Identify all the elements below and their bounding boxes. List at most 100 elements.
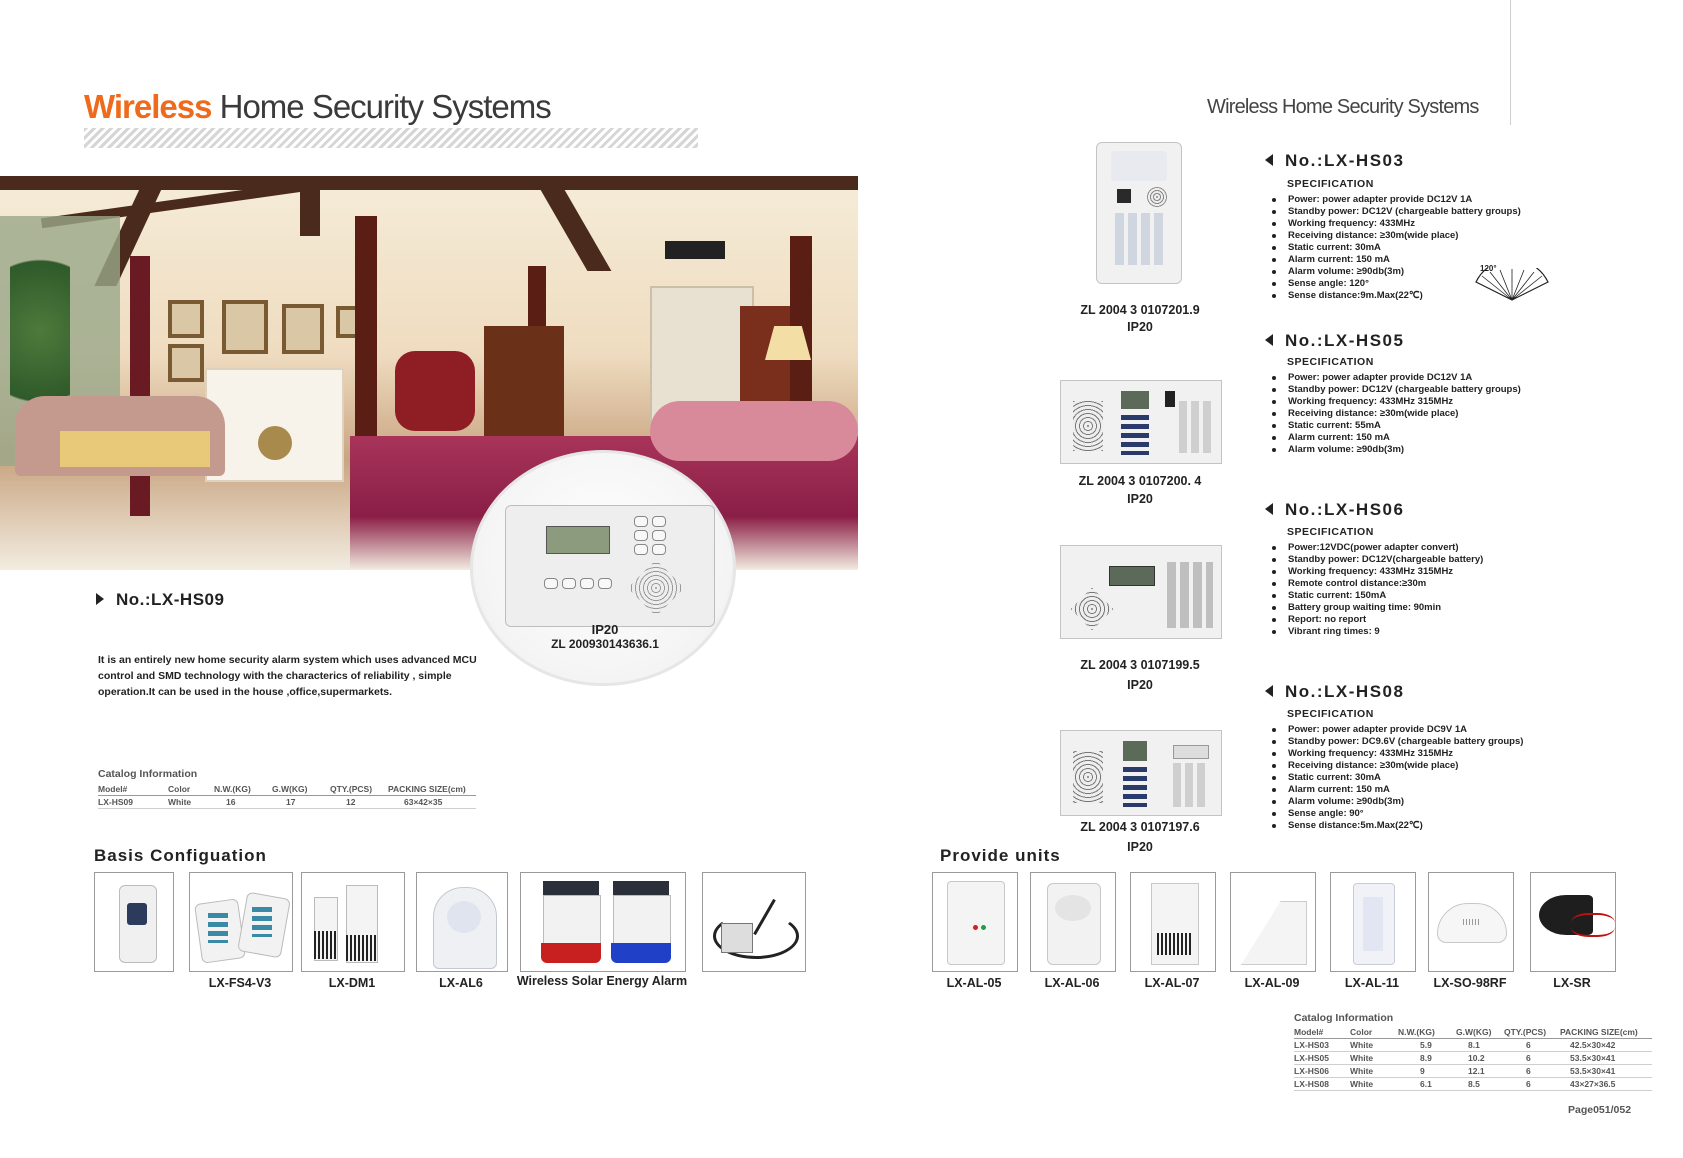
table-row: LX-HS06 White 9 12.1 6 53.5×30×41 xyxy=(1294,1064,1652,1078)
table-cell: LX-HS06 xyxy=(1294,1064,1350,1078)
table-cell: White xyxy=(1350,1077,1398,1091)
hs08-model: No.:LX-HS08 xyxy=(1285,682,1405,701)
table-header-cell: Color xyxy=(1350,1026,1398,1039)
table-cell: LX-HS05 xyxy=(1294,1051,1350,1065)
sense-angle-fan-icon xyxy=(1475,268,1549,301)
basic-config-caption: Wireless Solar Energy Alarm xyxy=(516,974,688,988)
table-header-cell: G.W(KG) xyxy=(1456,1026,1504,1039)
hs06-spec-list: Power:12VDC(power adapter convert) Stand… xyxy=(1270,542,1483,638)
hs05-ip: IP20 xyxy=(1127,492,1153,506)
curtain-detector-icon xyxy=(1230,872,1316,972)
list-item: Alarm volume: ≥90db(3m) xyxy=(1270,796,1523,808)
table-row: LX-HS08 White 6.1 8.5 6 43×27×36.5 xyxy=(1294,1077,1652,1091)
list-item: Static current: 55mA xyxy=(1270,420,1521,432)
list-item: Working frequency: 433MHz xyxy=(1270,218,1521,230)
siren-icon xyxy=(1530,872,1616,972)
list-item: Receiving distance: ≥30m(wide place) xyxy=(1270,760,1523,772)
table-cell: White xyxy=(1350,1051,1398,1065)
sense-angle-label: 120° xyxy=(1480,264,1497,273)
table-header-row: Model# Color N.W.(KG) G.W(KG) QTY.(PCS) … xyxy=(1294,1026,1652,1039)
arrow-left-icon xyxy=(1265,685,1273,697)
table-cell: 8.5 xyxy=(1456,1077,1504,1091)
table-cell: 12.1 xyxy=(1456,1064,1504,1078)
list-item: Standby power: DC12V (chargeable battery… xyxy=(1270,206,1521,218)
hs06-heading: No.:LX-HS06 xyxy=(1265,500,1404,520)
hs03-zl: ZL 2004 3 0107201.9 xyxy=(1080,303,1200,317)
provide-unit-caption: LX-AL-11 xyxy=(1344,976,1400,990)
table-cell: 6.1 xyxy=(1398,1077,1456,1091)
provide-unit-caption: LX-SO-98RF xyxy=(1433,976,1507,990)
basic-config-title: Basis Configuation xyxy=(94,846,267,865)
table-cell: 9 xyxy=(1398,1064,1456,1078)
table-cell: White xyxy=(1350,1064,1398,1078)
smoke-detector-icon xyxy=(932,872,1018,972)
hs08-spec-title: SPECIFICATION xyxy=(1287,708,1374,720)
page-title-accent: Wireless xyxy=(84,88,212,125)
adapter-cable-icon xyxy=(702,872,806,972)
table-header-cell: N.W.(KG) xyxy=(1398,1026,1456,1039)
table-cell: 12 xyxy=(330,795,388,809)
pir-detector-icon xyxy=(416,872,508,972)
table-header-cell: Model# xyxy=(98,783,168,796)
hs06-device-image xyxy=(1060,545,1222,639)
provide-unit-caption: LX-AL-07 xyxy=(1144,976,1200,990)
list-item: Alarm current: 150 mA xyxy=(1270,254,1521,266)
table-header-row: Model# Color N.W.(KG) G.W(KG) QTY.(PCS) … xyxy=(98,783,476,796)
hs08-spec-list: Power: power adapter provide DC9V 1A Sta… xyxy=(1270,724,1523,832)
arrow-left-icon xyxy=(1265,334,1273,346)
bedroom-photo xyxy=(0,176,858,570)
pir-detector-icon xyxy=(1130,872,1216,972)
table-cell: LX-HS09 xyxy=(98,795,168,809)
table-header-cell: Color xyxy=(168,783,214,796)
list-item: Power: power adapter provide DC9V 1A xyxy=(1270,724,1523,736)
table-header-cell: N.W.(KG) xyxy=(214,783,272,796)
beam-detector-icon xyxy=(1330,872,1416,972)
hs06-spec-title: SPECIFICATION xyxy=(1287,526,1374,538)
list-item: Power: power adapter provide DC12V 1A xyxy=(1270,194,1521,206)
basic-config-caption: LX-AL6 xyxy=(439,976,483,990)
hs03-spec-list: Power: power adapter provide DC12V 1A St… xyxy=(1270,194,1521,302)
table-cell: 63×42×35 xyxy=(388,795,476,809)
list-item: Working frequency: 433MHz 315MHz xyxy=(1270,566,1483,578)
list-item: Standby power: DC12V (chargeable battery… xyxy=(1270,384,1521,396)
hs08-ip: IP20 xyxy=(1127,840,1153,854)
provide-unit-caption: LX-AL-06 xyxy=(1044,976,1100,990)
pir-detector-icon xyxy=(1030,872,1116,972)
table-header-cell: PACKING SIZE(cm) xyxy=(1560,1026,1652,1039)
page-number: Page051/052 xyxy=(1568,1104,1632,1116)
table-cell: 6 xyxy=(1504,1038,1560,1052)
basic-config-caption: LX-FS4-V3 xyxy=(208,976,272,990)
table-header-cell: QTY.(PCS) xyxy=(330,783,388,796)
catalog-right-table: Model# Color N.W.(KG) G.W(KG) QTY.(PCS) … xyxy=(1294,1026,1652,1091)
hs09-ip: IP20 xyxy=(591,622,619,637)
hs05-heading: No.:LX-HS05 xyxy=(1265,331,1404,351)
table-cell: 6 xyxy=(1504,1064,1560,1078)
list-item: Alarm volume: ≥90db(3m) xyxy=(1270,266,1521,278)
list-item: Alarm current: 150 mA xyxy=(1270,432,1521,444)
list-item: Working frequency: 433MHz 315MHz xyxy=(1270,396,1521,408)
list-item: Static current: 30mA xyxy=(1270,772,1523,784)
catalog-right-title: Catalog Information xyxy=(1294,1012,1394,1024)
table-header-cell: G.W(KG) xyxy=(272,783,330,796)
list-item: Vibrant ring times: 9 xyxy=(1270,626,1483,638)
hs09-model: No.:LX-HS09 xyxy=(116,590,225,609)
list-item: Sense distance:5m.Max(22℃) xyxy=(1270,820,1523,832)
table-cell: 6 xyxy=(1504,1051,1560,1065)
gas-detector-icon xyxy=(1428,872,1514,972)
list-item: Standby power: DC12V(chargeable battery) xyxy=(1270,554,1483,566)
list-item: Battery group waiting time: 90min xyxy=(1270,602,1483,614)
list-item: Remote control distance:≥30m xyxy=(1270,578,1483,590)
table-cell: LX-HS03 xyxy=(1294,1038,1350,1052)
hs06-ip: IP20 xyxy=(1127,678,1153,692)
table-cell: 16 xyxy=(214,795,272,809)
basic-config-caption: LX-DM1 xyxy=(328,976,376,990)
provide-unit-caption: LX-AL-09 xyxy=(1244,976,1300,990)
hs03-model: No.:LX-HS03 xyxy=(1285,151,1405,170)
list-item: Static current: 30mA xyxy=(1270,242,1521,254)
table-cell: 53.5×30×41 xyxy=(1560,1064,1652,1078)
table-row: LX-HS05 White 8.9 10.2 6 53.5×30×41 xyxy=(1294,1051,1652,1065)
panic-button-icon xyxy=(94,872,174,972)
table-cell: 6 xyxy=(1504,1077,1560,1091)
table-row: LX-HS09 White 16 17 12 63×42×35 xyxy=(98,795,476,809)
table-header-cell: QTY.(PCS) xyxy=(1504,1026,1560,1039)
